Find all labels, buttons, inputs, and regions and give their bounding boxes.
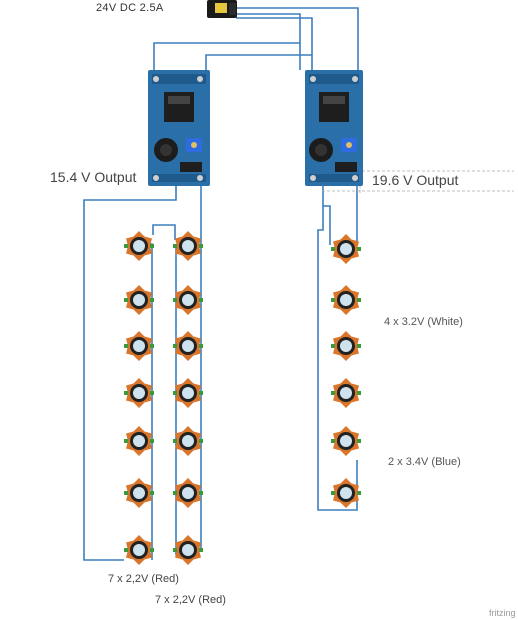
buck-converter-icon (305, 70, 363, 186)
buck-converter-icon (148, 70, 210, 186)
star-led-icon (331, 426, 361, 456)
blue-leds-label: 2 x 3.4V (Blue) (388, 456, 461, 468)
star-led-icon (173, 331, 203, 361)
output-right-label: 19.6 V Output (372, 172, 459, 188)
wire-right-out-a (322, 186, 331, 245)
star-led-icon (173, 535, 203, 565)
star-led-icon (331, 478, 361, 508)
wire-supply-right (236, 7, 359, 75)
wire-feed-left-b (205, 54, 312, 78)
star-led-icon (173, 285, 203, 315)
output-left-label: 15.4 V Output (50, 169, 137, 185)
supply-label: 24V DC 2.5A (96, 2, 164, 14)
star-led-icon (331, 234, 361, 264)
wire-left-jump (152, 224, 176, 240)
dc-jack-icon (207, 0, 237, 18)
led-group (124, 231, 361, 565)
star-led-icon (124, 285, 154, 315)
star-led-icon (124, 378, 154, 408)
star-led-icon (173, 231, 203, 261)
wire-left-out-ground (83, 185, 177, 561)
star-led-icon (173, 426, 203, 456)
wire-supply-left (236, 13, 301, 70)
wire-supply-split (236, 17, 313, 78)
star-led-icon (124, 231, 154, 261)
red-leds-label-2: 7 x 2,2V (Red) (155, 594, 226, 606)
star-led-icon (173, 378, 203, 408)
star-led-icon (124, 478, 154, 508)
wire-feed-left-a (153, 42, 300, 78)
red-leds-label-1: 7 x 2,2V (Red) (108, 573, 179, 585)
star-led-icon (331, 331, 361, 361)
star-led-icon (331, 378, 361, 408)
fritzing-brand: fritzing (489, 608, 516, 618)
star-led-icon (124, 426, 154, 456)
star-led-icon (124, 331, 154, 361)
star-led-icon (173, 478, 203, 508)
white-leds-label: 4 x 3.2V (White) (384, 316, 463, 328)
star-led-icon (331, 285, 361, 315)
star-led-icon (124, 535, 154, 565)
